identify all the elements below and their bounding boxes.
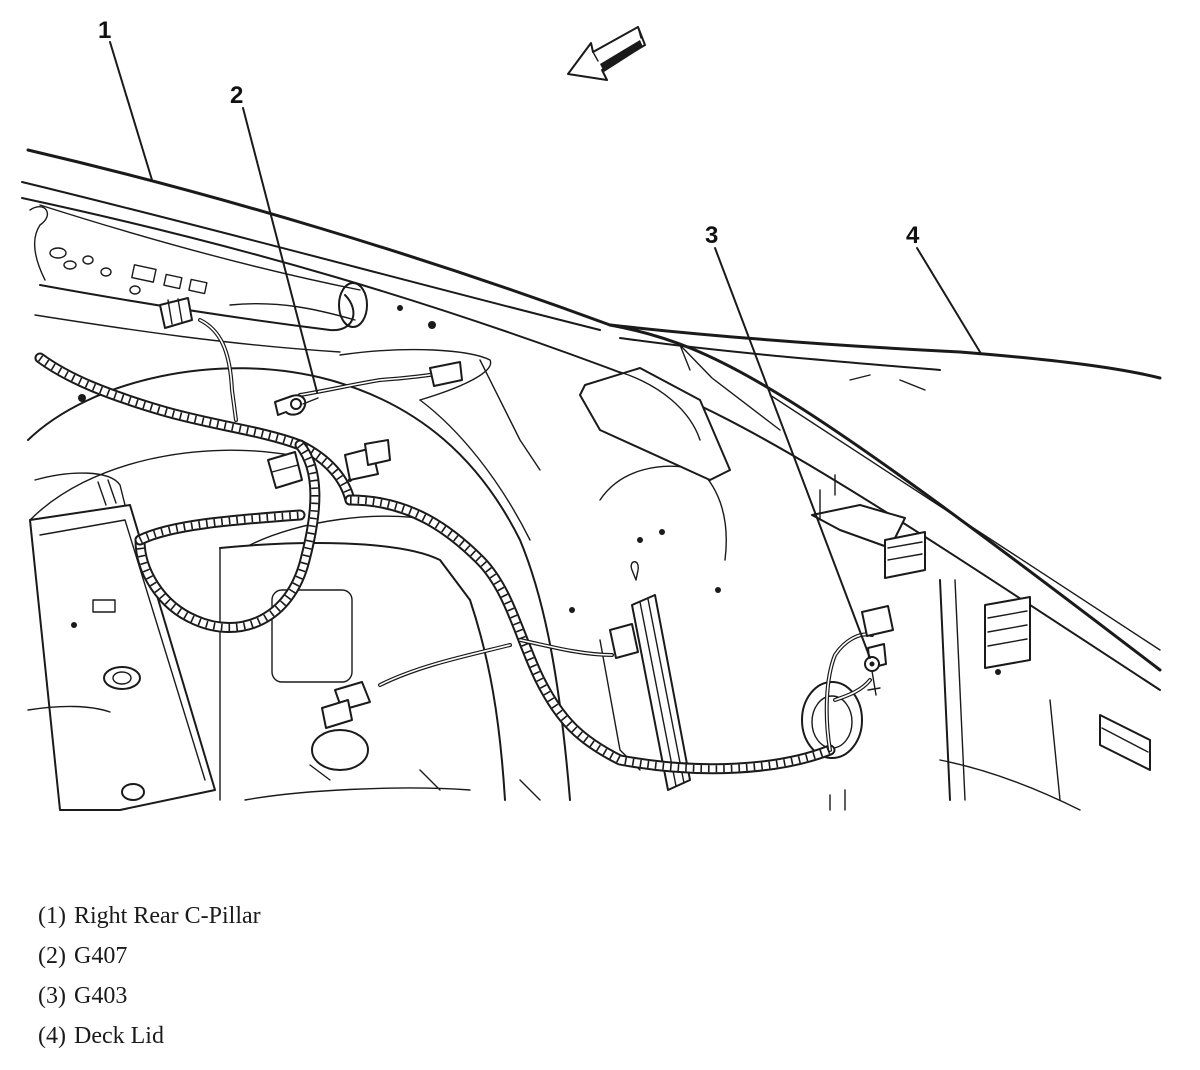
legend-number: (3)	[38, 983, 66, 1009]
wiring-harness	[34, 318, 874, 775]
callout-4: 4	[906, 222, 920, 249]
direction-arrow-icon	[567, 26, 646, 81]
callout-3: 3	[705, 222, 718, 249]
legend-item: (4) Deck Lid	[38, 1016, 261, 1056]
deck-lid-outline	[608, 323, 1162, 651]
callout-1: 1	[98, 17, 111, 44]
legend-item: (1) Right Rear C-Pillar	[38, 896, 261, 936]
legend-number: (1)	[38, 903, 66, 929]
callout-2: 2	[230, 82, 243, 109]
legend-number: (4)	[38, 1023, 66, 1049]
rear-trim-panels	[579, 344, 1151, 811]
legend-list: (1) Right Rear C-Pillar (2) G407 (3) G403 (…	[38, 896, 261, 1056]
g403-ground-point	[864, 656, 881, 696]
legend-text: Deck Lid	[73, 1023, 164, 1049]
legend-text: Right Rear C-Pillar	[73, 903, 261, 929]
mounting-bracket	[569, 529, 721, 791]
harness-connectors	[159, 297, 894, 729]
legend-item: (2) G407	[38, 936, 261, 976]
component-location-diagram: 1 2 3 4	[21, 17, 1162, 811]
legend-text: G407	[73, 943, 128, 969]
floor-panel	[27, 394, 216, 811]
legend-text: G403	[73, 983, 128, 1009]
legend-number: (2)	[38, 943, 66, 969]
wheelhouse-outline	[27, 348, 727, 801]
legend-item: (3) G403	[38, 976, 261, 1016]
inner-panel	[29, 206, 436, 353]
g407-ground-point	[274, 394, 319, 416]
leader-lines	[109, 41, 981, 659]
